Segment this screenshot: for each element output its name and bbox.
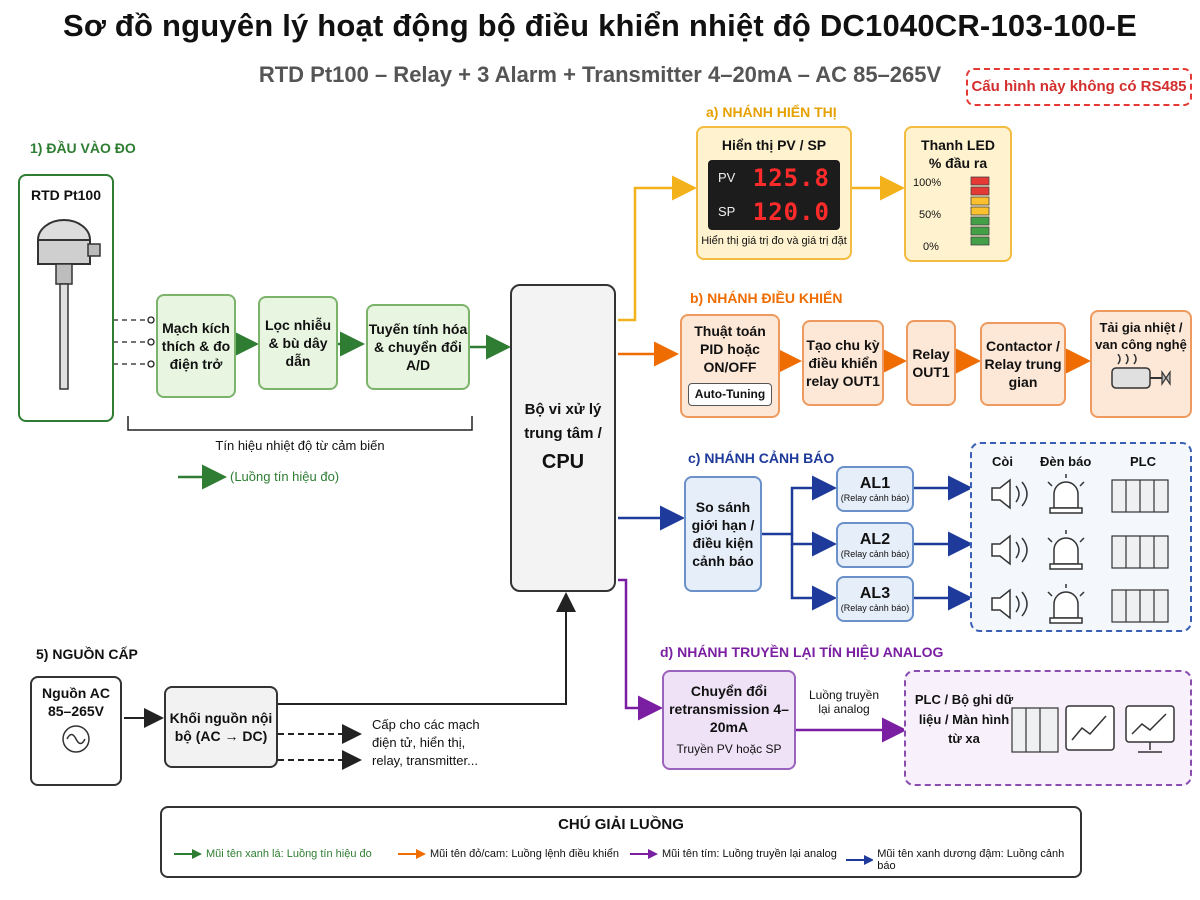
led-label-100: 100% [913,177,942,190]
contactor-box: Contactor / Relay trung gian [980,322,1066,406]
display-box: Hiển thị PV / SP PV 125.8 SP 120.0 Hiển … [696,126,852,260]
legend-orange-text: Mũi tên đỏ/cam: Luồng lệnh điều khiển [430,848,619,860]
horn-icon [991,478,1028,620]
recorder-display-icons [1011,705,1175,753]
rtd-sensor-label: RTD Pt100 [30,187,102,203]
cpu-box: Bộ vi xử lý trung tâm / CPU [510,284,616,592]
heater-valve-icon [1111,353,1171,389]
plc-column-label: PLC [1130,454,1156,469]
retransmission-sub: Truyền PV hoặc SP [676,742,782,757]
led-bar-box: Thanh LED % đầu ra 100% 50% 0% [904,126,1012,262]
pv-label: PV [718,170,736,186]
cpu-line1: Bộ vi xử lý [524,401,602,418]
pid-box: Thuật toán PID hoặc ON/OFF Auto-Tuning [680,314,780,418]
green-arrow-icon [174,849,202,859]
legend-blue-text: Mũi tên xanh dương đậm: Luồng cảnh báo [877,848,1065,872]
autotune-badge: Auto-Tuning [687,382,773,407]
display-caption: Hiển thị giá trị đo và giá trị đặt [701,235,847,248]
lamp-column-label: Đèn báo [1040,454,1092,469]
display-section-title: a) NHÁNH HIỂN THỊ [706,104,837,120]
legend-green-text: Mũi tên xanh lá: Luồng tín hiệu đo [206,848,372,860]
al3-label: AL3 [859,585,891,602]
cpu-line2: trung tâm / [524,425,602,442]
rtd-sensor-box: RTD Pt100 [18,174,114,422]
ac-sine-icon [62,725,90,754]
rtd-probe-icon [37,219,101,390]
data-logger-icon [1065,705,1115,751]
sp-value: 120.0 [752,198,830,227]
al1-sub: (Relay cảnh báo) [840,493,910,504]
internal-psu-box: Khối nguồn nội bộ (AC → DC) [164,686,278,768]
supply-text: Cấp cho các mạch điện tử, hiển thị, rela… [372,717,480,769]
lcd-panel: PV 125.8 SP 120.0 [708,160,840,231]
al2-sub: (Relay cảnh báo) [840,549,910,560]
al1-box: AL1 (Relay cảnh báo) [836,466,914,512]
legend-item-green: Mũi tên xanh lá: Luồng tín hiệu đo [174,848,372,860]
cycle-box: Tạo chu kỳ điều khiển relay OUT1 [802,320,884,406]
ac-source-label: Nguồn AC 85–265V [42,685,110,720]
analog-section-title: d) NHÁNH TRUYỀN LẠI TÍN HIỆU ANALOG [660,644,944,660]
page-title: Sơ đồ nguyên lý hoạt động bộ điều khiển … [62,8,1138,43]
legend-purple-text: Mũi tên tím: Luồng truyền lại analog [662,848,837,860]
blue-arrow-icon [846,855,874,865]
pv-value: 125.8 [752,164,830,193]
linearize-adc-box: Tuyến tính hóa & chuyển đổi A/D [366,304,470,390]
relay-out1-box: Relay OUT1 [906,320,956,406]
page-subtitle: RTD Pt100 – Relay + 3 Alarm + Transmitte… [258,62,942,87]
pid-label: Thuật toán PID hoặc ON/OFF [694,323,766,376]
plc-rack-icon [1011,707,1059,753]
load-label: Tải gia nhiệt / van công nghệ [1095,320,1187,352]
alarm-section-title: c) NHÁNH CẢNH BÁO [688,450,835,466]
al1-label: AL1 [859,475,891,492]
horn-column-label: Còi [992,454,1013,469]
measure-flow-label: (Luồng tín hiệu đo) [230,469,340,484]
legend-item-purple: Mũi tên tím: Luồng truyền lại analog [630,848,837,860]
al3-box: AL3 (Relay cảnh báo) [836,576,914,622]
retransmission-title: Chuyển đổi retransmission 4–20mA [669,682,789,736]
alarm-compare-box: So sánh giới hạn / điều kiện cảnh báo [684,476,762,592]
led-label-50: 50% [919,209,942,222]
orange-arrow-icon [398,849,426,859]
analog-destination-panel: PLC / Bộ ghi dữ liệu / Màn hình từ xa [904,670,1192,786]
al2-box: AL2 (Relay cảnh báo) [836,522,914,568]
al3-sub: (Relay cảnh báo) [840,603,910,614]
lamp-icon [1047,474,1085,624]
input-section-title: 1) ĐẦU VÀO ĐO [30,140,136,156]
legend-title: CHÚ GIẢI LUỒNG [558,816,684,833]
power-section-title: 5) NGUỒN CẤP [36,646,138,662]
analog-destination-label: PLC / Bộ ghi dữ liệu / Màn hình từ xa [914,692,1014,746]
legend-box: CHÚ GIẢI LUỒNG Mũi tên xanh lá: Luồng tí… [160,806,1082,878]
led-bar-title: Thanh LED % đầu ra [921,137,995,172]
plc-icon [1111,479,1169,623]
led-bar-graph: 100% 50% 0% [913,176,1003,254]
legend-item-blue: Mũi tên xanh dương đậm: Luồng cảnh báo [846,848,1080,872]
control-section-title: b) NHÁNH ĐIỀU KHIỂN [690,290,843,306]
sensor-signal-text: Tín hiệu nhiệt độ từ cảm biến [215,438,385,453]
led-segments [970,176,990,246]
ac-source-box: Nguồn AC 85–265V [30,676,122,786]
alarm-device-icons [991,474,1169,624]
alarm-outputs-panel: Còi Đèn báo PLC [970,442,1192,632]
rs485-note: Cấu hình này không có RS485 [966,68,1192,106]
purple-arrow-icon [630,849,658,859]
al2-label: AL2 [859,531,891,548]
analog-flow-label: Luồng truyền lại analog [808,688,880,716]
load-box: Tải gia nhiệt / van công nghệ [1090,310,1192,418]
legend-item-orange: Mũi tên đỏ/cam: Luồng lệnh điều khiển [398,848,619,860]
cpu-line3: CPU [541,451,585,473]
retransmission-box: Chuyển đổi retransmission 4–20mA Truyền … [662,670,796,770]
excite-circuit-box: Mạch kích thích & đo điện trở [156,294,236,398]
remote-monitor-icon [1125,705,1175,753]
sp-label: SP [718,204,736,220]
display-box-title: Hiển thị PV / SP [721,137,827,153]
filter-box: Lọc nhiễu & bù dây dẫn [258,296,338,390]
led-label-0: 0% [923,241,939,254]
